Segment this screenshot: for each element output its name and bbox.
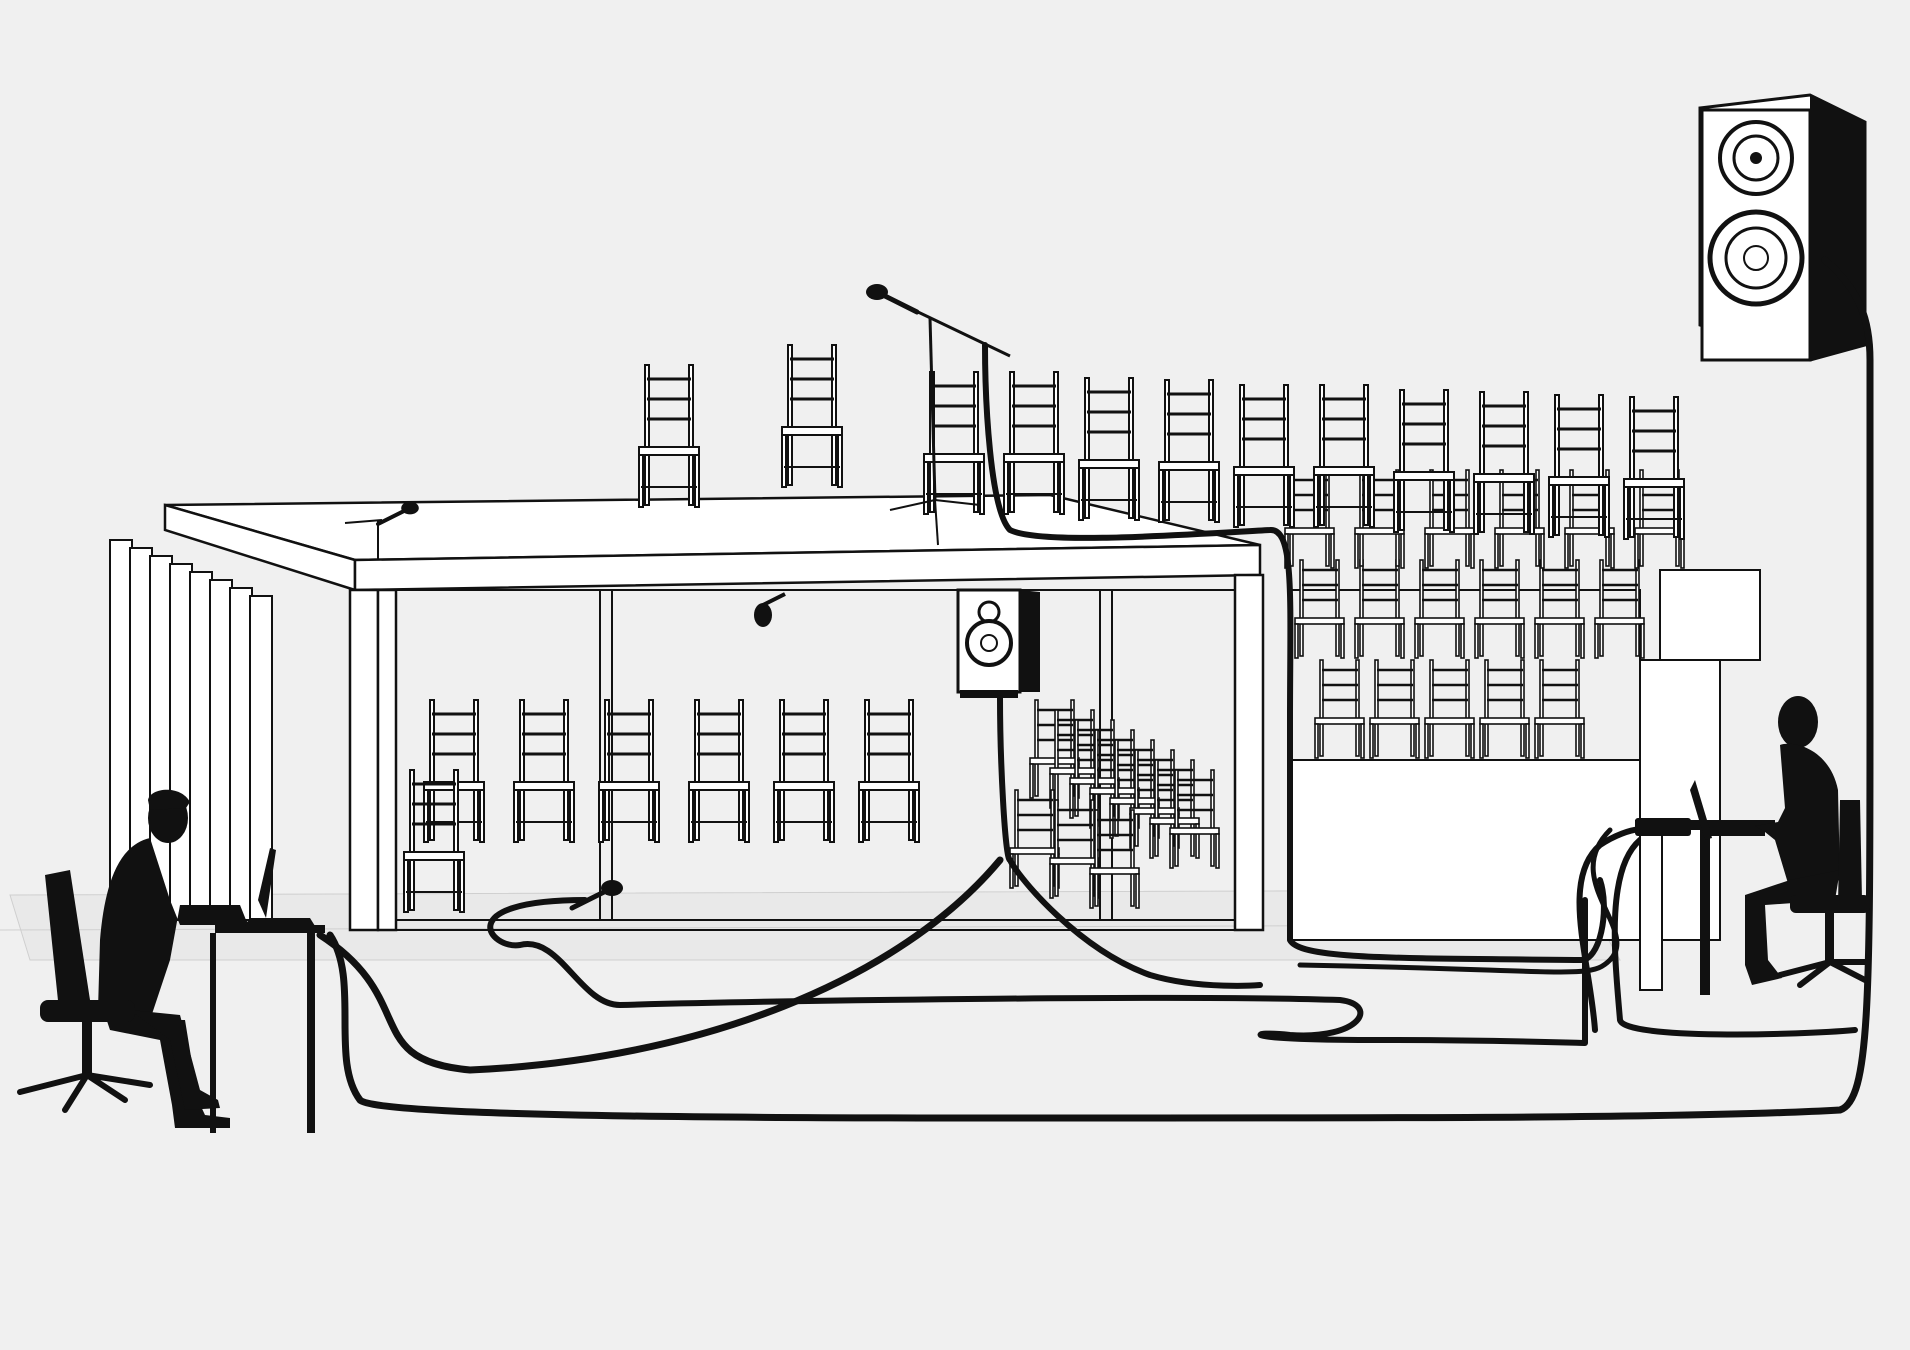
microphone-icon xyxy=(344,284,1011,908)
angled-chair-stack xyxy=(1008,698,1221,910)
stage-box xyxy=(163,493,1265,932)
monitor-speaker-icon xyxy=(956,588,1040,698)
person-at-laptop-icon xyxy=(1635,696,1871,995)
person-at-laptop-icon xyxy=(17,789,325,1133)
loudspeaker-icon xyxy=(1698,93,1867,362)
cables xyxy=(316,256,1874,1122)
front-chair-row xyxy=(402,698,921,914)
